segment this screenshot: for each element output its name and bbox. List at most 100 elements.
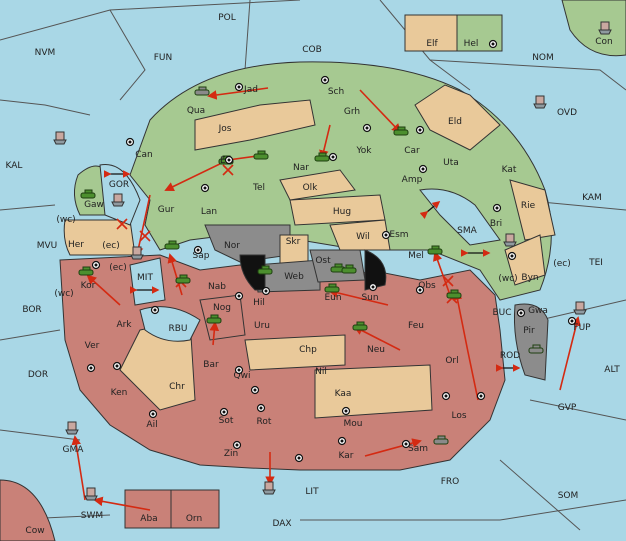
province-label-neu: Neu (367, 345, 385, 355)
sea-label-alt: ALT (604, 365, 620, 375)
supply-center-dot-15 (264, 289, 268, 293)
order-arrow-16 (559, 316, 581, 391)
supply-center-dot-8 (203, 186, 207, 190)
province-label-byn: Byn (521, 273, 538, 283)
army-unit-4[interactable] (206, 314, 222, 324)
province-label-sch: Sch (328, 87, 344, 97)
coast-label-2: (wc) (54, 289, 73, 299)
province-label-uta: Uta (443, 158, 459, 168)
army-unit-9[interactable] (352, 321, 368, 331)
province-label-amp: Amp (402, 175, 423, 185)
province-label-skr: Skr (286, 237, 301, 247)
supply-center-dot-25 (344, 409, 348, 413)
convoy-link-4 (419, 201, 441, 219)
army-unit-16[interactable] (528, 344, 544, 354)
supply-center-dot-16 (371, 285, 375, 289)
province-label-web: Web (284, 272, 304, 282)
order-cut-0 (222, 164, 234, 176)
province-byn[interactable] (504, 234, 546, 286)
sea-label-dor: DOR (28, 370, 48, 380)
province-pir[interactable] (513, 303, 549, 381)
army-unit-18[interactable] (194, 86, 210, 96)
army-unit-14[interactable] (257, 265, 273, 275)
sea-label-mit: MIT (137, 273, 153, 283)
province-hel[interactable] (456, 14, 503, 52)
supply-center-dot-3 (365, 126, 369, 130)
fleet-unit-8[interactable] (262, 481, 276, 495)
order-arrow-2 (359, 89, 402, 134)
fleet-unit-2[interactable] (130, 246, 144, 260)
sea-label-bor: BOR (22, 305, 41, 315)
supply-center-dot-22 (222, 410, 226, 414)
sea-label-kal: KAL (6, 161, 23, 171)
army-unit-11[interactable] (446, 289, 462, 299)
province-label-orl: Orl (445, 356, 458, 366)
sea-label-tei: TEI (588, 258, 603, 268)
province-label-qwi: Qwi (234, 371, 251, 381)
army-unit-17[interactable] (433, 435, 449, 445)
order-arrow-11 (452, 290, 479, 401)
province-label-nab: Nab (208, 282, 226, 292)
province-black-east[interactable] (364, 249, 387, 291)
province-label-sot: Sot (219, 416, 234, 426)
fleet-unit-3[interactable] (533, 95, 547, 109)
army-unit-12[interactable] (393, 126, 409, 136)
sea-label-mvu: MVU (37, 241, 58, 251)
supply-center-dot-31 (404, 442, 408, 446)
fleet-unit-4[interactable] (503, 233, 517, 247)
province-label-eld: Eld (448, 117, 462, 127)
supply-center-dot-29 (297, 456, 301, 460)
province-label-hil: Hil (253, 298, 265, 308)
order-arrow-10 (433, 251, 451, 296)
order-arrow-12 (364, 438, 422, 457)
army-unit-15[interactable] (175, 274, 191, 284)
army-unit-10[interactable] (427, 245, 443, 255)
province-rie[interactable] (509, 179, 556, 241)
province-label-kat: Kat (502, 165, 517, 175)
fleet-unit-1[interactable] (111, 193, 125, 207)
fleet-unit-9[interactable] (598, 21, 612, 35)
fleet-unit-7[interactable] (84, 487, 98, 501)
province-label-bar: Bar (203, 360, 219, 370)
supply-center-dot-26 (444, 394, 448, 398)
province-label-chr: Chr (169, 382, 185, 392)
province-label-obs: Obs (418, 281, 436, 291)
province-chp[interactable] (244, 334, 346, 371)
supply-center-dot-23 (259, 406, 263, 410)
sea-label-nom: NOM (532, 53, 554, 63)
fleet-unit-5[interactable] (573, 301, 587, 315)
province-kaa[interactable] (314, 364, 433, 419)
army-unit-13[interactable] (314, 152, 330, 162)
army-unit-3[interactable] (78, 266, 94, 276)
army-unit-8[interactable] (324, 283, 340, 293)
province-jos[interactable] (194, 99, 316, 151)
army-unit-2[interactable] (164, 240, 180, 250)
army-unit-1[interactable] (80, 189, 96, 199)
fleet-unit-6[interactable] (65, 421, 79, 435)
province-wil[interactable] (329, 219, 391, 251)
province-eld[interactable] (414, 84, 501, 151)
province-label-wil: Wil (356, 232, 370, 242)
province-label-her: Her (68, 240, 84, 250)
sea-label-cob: COB (302, 45, 322, 55)
province-label-sam: Sam (408, 444, 428, 454)
province-label-bri: Bri (490, 219, 502, 229)
supply-center-dot-24 (151, 412, 155, 416)
province-label-jad: Jad (243, 85, 258, 95)
province-elf[interactable] (404, 14, 458, 52)
fleet-unit-0[interactable] (53, 131, 67, 145)
army-unit-7[interactable] (341, 264, 357, 274)
province-label-kar: Kar (339, 451, 354, 461)
sea-label-sma: SMA (457, 226, 477, 236)
supply-center-dot-34 (491, 42, 495, 46)
province-skr[interactable] (279, 234, 309, 266)
supply-center-dot-9 (196, 248, 200, 252)
supply-center-dot-10 (384, 233, 388, 237)
province-orn[interactable] (170, 489, 220, 529)
army-unit-0[interactable] (253, 150, 269, 160)
province-olk[interactable] (279, 169, 356, 201)
province-label-fup: FUP (573, 323, 591, 333)
coast-label-5: (ec) (553, 259, 571, 269)
